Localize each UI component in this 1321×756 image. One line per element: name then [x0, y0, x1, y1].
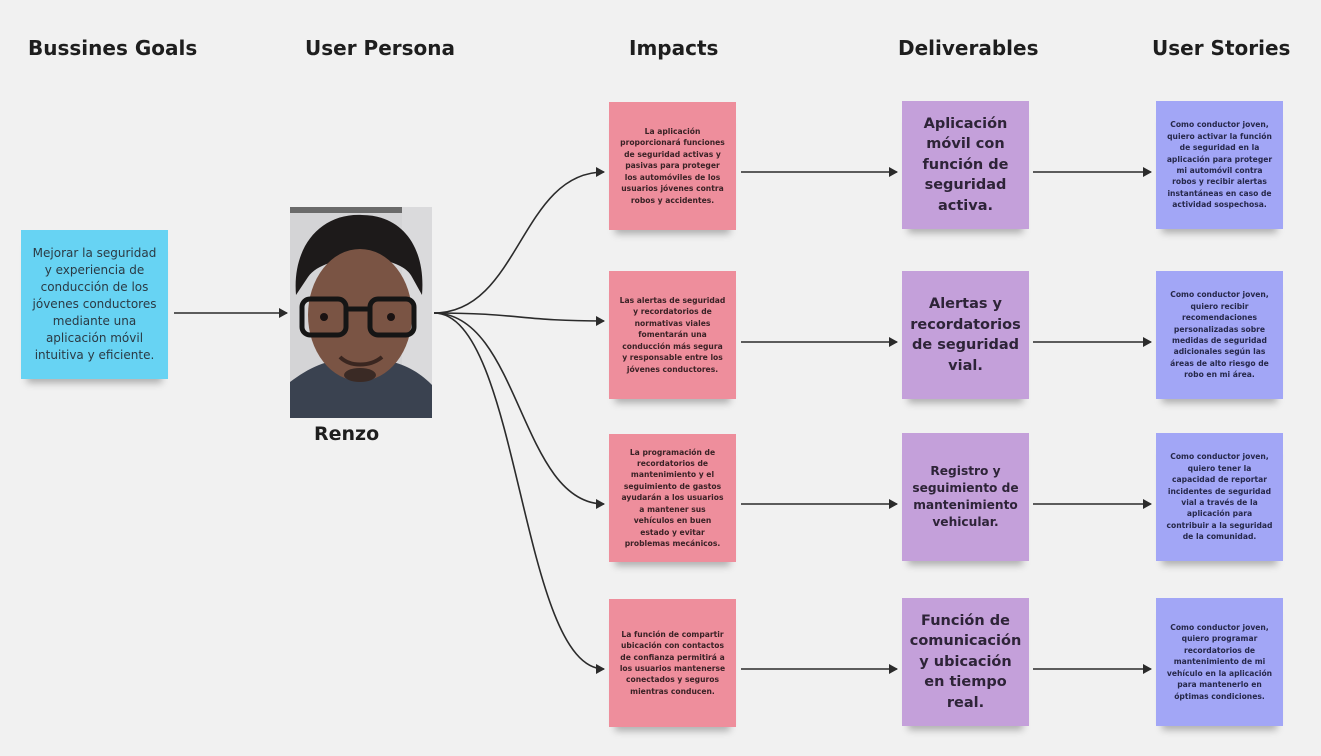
- persona-name: Renzo: [314, 423, 380, 445]
- user-story-note-1[interactable]: Como conductor joven, quiero activar la …: [1156, 101, 1283, 229]
- impact-text-1: La aplicación proporcionará funciones de…: [620, 127, 725, 205]
- deliverable-note-3[interactable]: Registro y seguimiento de mantenimiento …: [902, 433, 1029, 561]
- business-goal-text: Mejorar la seguridad y experiencia de co…: [32, 246, 157, 362]
- persona-avatar[interactable]: [290, 207, 432, 418]
- user-story-text-4: Como conductor joven, quiero programar r…: [1166, 623, 1273, 701]
- column-header-user-persona: User Persona: [305, 36, 455, 60]
- impact-note-2[interactable]: Las alertas de seguridad y recordatorios…: [609, 271, 736, 399]
- column-header-impacts: Impacts: [629, 36, 719, 60]
- user-story-note-2[interactable]: Como conductor joven, quiero recibir rec…: [1156, 271, 1283, 399]
- column-header-business-goals: Bussines Goals: [28, 36, 198, 60]
- connector-persona-impact-1[interactable]: [433, 167, 605, 314]
- impact-note-3[interactable]: La programación de recordatorios de mant…: [609, 434, 736, 562]
- deliverable-text-1: Aplicación móvil con función de segurida…: [922, 115, 1009, 214]
- deliverable-text-4: Función de comunicación y ubicación en t…: [909, 612, 1022, 711]
- business-goal-note[interactable]: Mejorar la seguridad y experiencia de co…: [21, 230, 168, 379]
- connector-persona-impact-2[interactable]: [433, 312, 605, 326]
- deliverable-text-3: Registro y seguimiento de mantenimiento …: [912, 464, 1019, 529]
- user-story-text-1: Como conductor joven, quiero activar la …: [1166, 120, 1273, 210]
- deliverable-note-1[interactable]: Aplicación móvil con función de segurida…: [902, 101, 1029, 229]
- impact-text-2: Las alertas de seguridad y recordatorios…: [619, 296, 726, 374]
- user-story-text-3: Como conductor joven, quiero tener la ca…: [1166, 452, 1273, 542]
- deliverable-text-2: Alertas y recordatorios de seguridad via…: [910, 296, 1021, 374]
- connector-persona-impact-3[interactable]: [433, 312, 605, 509]
- impact-note-1[interactable]: La aplicación proporcionará funciones de…: [609, 102, 736, 230]
- deliverable-note-4[interactable]: Función de comunicación y ubicación en t…: [902, 598, 1029, 726]
- impact-text-4: La función de compartir ubicación con co…: [619, 629, 726, 696]
- connector-persona-impact-4[interactable]: [433, 312, 605, 674]
- user-story-text-2: Como conductor joven, quiero recibir rec…: [1170, 290, 1269, 380]
- persona-photo-image: [290, 207, 432, 418]
- column-header-deliverables: Deliverables: [898, 36, 1039, 60]
- impact-note-4[interactable]: La función de compartir ubicación con co…: [609, 599, 736, 727]
- impact-text-3: La programación de recordatorios de mant…: [621, 447, 724, 548]
- column-header-user-stories: User Stories: [1152, 36, 1291, 60]
- user-story-note-4[interactable]: Como conductor joven, quiero programar r…: [1156, 598, 1283, 726]
- user-story-note-3[interactable]: Como conductor joven, quiero tener la ca…: [1156, 433, 1283, 561]
- deliverable-note-2[interactable]: Alertas y recordatorios de seguridad via…: [902, 271, 1029, 399]
